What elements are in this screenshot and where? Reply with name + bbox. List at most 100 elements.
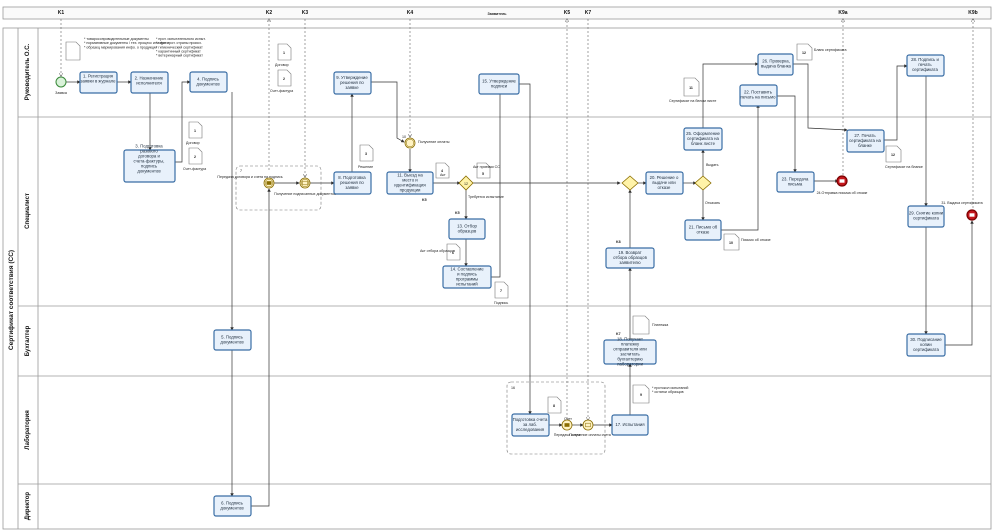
gateway-merge — [621, 175, 639, 191]
task-4[interactable] — [189, 71, 228, 93]
doc-5-act: 5 — [476, 162, 491, 179]
lane-label-head: Руководитель О.С. — [25, 43, 31, 100]
svg-text:12: 12 — [464, 182, 468, 186]
milestone-k1: K1 — [58, 10, 65, 16]
start-event — [55, 76, 67, 88]
doc-2-invoice: 2 — [277, 69, 292, 87]
svg-text:K5: K5 — [422, 198, 427, 202]
task-16[interactable] — [511, 413, 550, 437]
end-event-refusal — [836, 175, 848, 187]
doc-10-label: Письмо об отказе — [741, 238, 771, 242]
milestone-k9a: K9a — [838, 10, 847, 16]
svg-text:K8: K8 — [616, 240, 621, 244]
doc-applicant-docs — [65, 41, 81, 61]
lane-label-accountant: Бухгалтер — [25, 325, 31, 356]
task-19[interactable] — [605, 247, 655, 269]
doc-4-label: Акт — [440, 173, 446, 177]
task-26[interactable] — [757, 53, 794, 76]
task-21[interactable] — [684, 219, 722, 241]
lane-label-lab: Лаборатория — [24, 410, 31, 450]
doc-11-label: Сертификат на белом листе — [669, 99, 716, 103]
svg-text:11: 11 — [689, 86, 693, 90]
start-event-label: Заявка — [55, 91, 67, 95]
task-17-label: 17. Испытания — [615, 422, 645, 427]
event-receive-payment-label: Получение оплаты — [418, 140, 450, 144]
task-2[interactable] — [130, 71, 169, 94]
event-send-invoice-label: Передача счета — [554, 433, 581, 437]
task-15[interactable] — [478, 73, 520, 95]
doc-12b-cert-blank: 12 — [885, 145, 902, 163]
task-25[interactable] — [683, 127, 723, 151]
doc-1-contract: 1 — [277, 43, 292, 61]
task-13[interactable] — [448, 218, 486, 240]
task-27[interactable] — [846, 129, 885, 153]
svg-text:10: 10 — [402, 135, 406, 139]
milestone-k4: K4 — [407, 10, 414, 16]
svg-text:16: 16 — [511, 386, 515, 390]
main-pool — [2, 27, 992, 530]
task-5[interactable] — [213, 329, 252, 351]
svg-text:1: 1 — [283, 51, 285, 55]
task-29[interactable] — [907, 205, 945, 228]
note-lab-docs: * прот. испытательного испыт.* серт. про… — [156, 37, 206, 58]
end-event-issue — [966, 209, 978, 221]
svg-text:4: 4 — [441, 169, 443, 173]
svg-text:8: 8 — [553, 404, 555, 408]
milestone-k5: K5 — [564, 10, 571, 16]
task-14[interactable] — [442, 265, 492, 289]
task-22[interactable] — [739, 84, 778, 107]
task-3[interactable] — [123, 149, 176, 183]
event-invoice-paid-label: Получение оплаты счета — [569, 433, 611, 437]
task-26-label: 26. Проверка,выдача бланка — [761, 59, 792, 69]
event-send-invoice — [561, 419, 573, 431]
task-23[interactable] — [776, 171, 815, 193]
gateway-decision — [694, 175, 712, 191]
svg-text:10: 10 — [729, 241, 733, 245]
doc-3-label: Решение — [358, 165, 373, 169]
group-16 — [506, 381, 606, 455]
svg-text:6: 6 — [452, 251, 454, 255]
gateway-refuse-label: Отказать — [705, 201, 720, 205]
task-28[interactable] — [906, 54, 945, 77]
doc-8-label: Счет — [564, 417, 572, 421]
task-20[interactable] — [645, 171, 684, 195]
event-receive-signed-label: Получение подписанных документов — [274, 192, 336, 196]
task-6[interactable] — [213, 495, 252, 517]
applicant-pool — [2, 6, 992, 20]
doc-2b-label: Счет-фактура — [183, 167, 206, 171]
task-18[interactable] — [603, 339, 657, 365]
doc-8-invoice: 8 — [547, 396, 562, 414]
doc-4-act: 4 — [435, 162, 450, 179]
gateway-testing-label: Требуется испытание — [468, 195, 504, 199]
doc-3-decision: 3 — [359, 144, 374, 162]
milestone-k7: K7 — [585, 10, 592, 16]
task-8[interactable] — [333, 171, 372, 195]
event-invoice-paid — [582, 419, 594, 431]
task-11[interactable] — [386, 171, 434, 195]
svg-text:5: 5 — [482, 172, 484, 176]
doc-1b-contract: 1 — [188, 121, 203, 139]
svg-text:K5: K5 — [455, 211, 460, 215]
task-9[interactable] — [333, 71, 372, 95]
doc-7-signature: 7 — [494, 281, 509, 299]
task-30[interactable] — [906, 333, 946, 357]
svg-text:2: 2 — [194, 155, 196, 159]
doc-2-label: Счет-фактура — [270, 89, 293, 93]
milestone-k3: K3 — [302, 10, 309, 16]
end-event-issue-label: 31. Выдача сертификата — [941, 201, 982, 205]
doc-1-label: Договор — [275, 63, 289, 67]
gateway-issue-label: Выдать — [706, 163, 719, 167]
task-1[interactable] — [79, 71, 118, 94]
task-17[interactable] — [611, 414, 649, 436]
milestone-k9b: K9b — [968, 10, 977, 16]
